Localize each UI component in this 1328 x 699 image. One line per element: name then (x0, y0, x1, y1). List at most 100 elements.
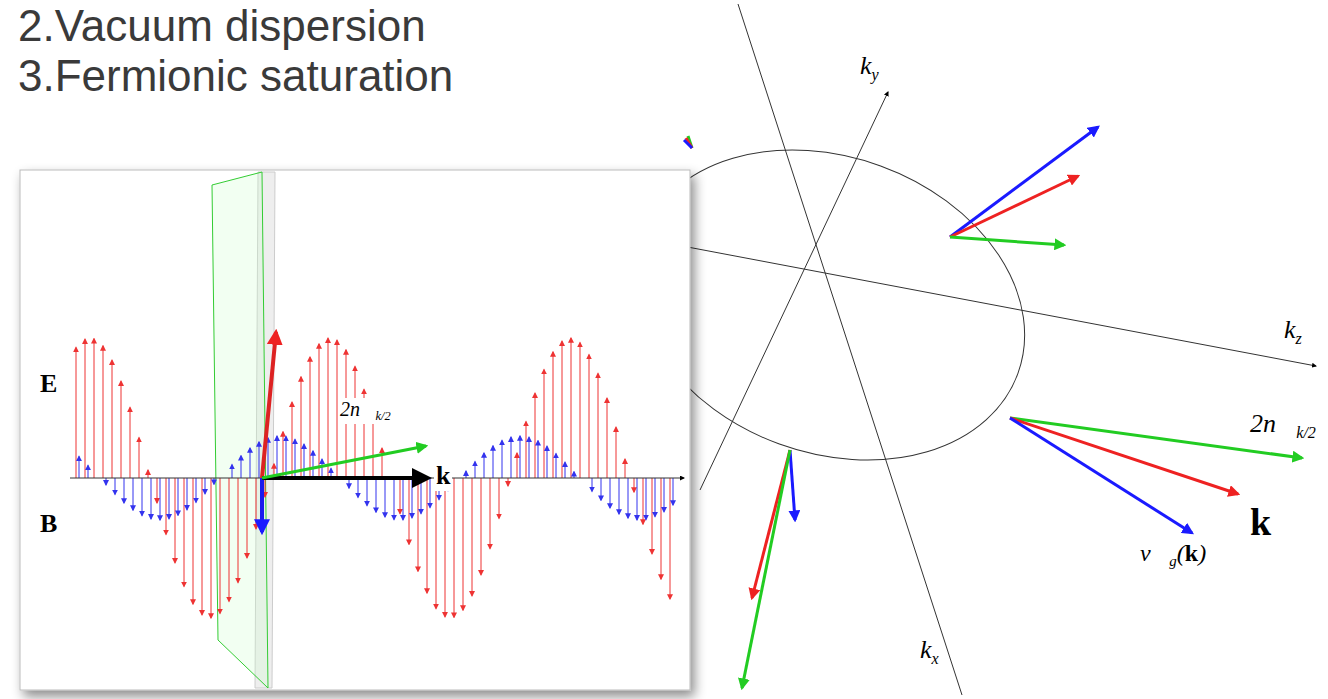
b-field-stroke (637, 478, 638, 520)
b-field-stroke (79, 456, 80, 478)
b-field-stroke (304, 444, 305, 478)
e-field-stroke (157, 478, 158, 503)
b-field-stroke (673, 478, 674, 505)
heading-item: 2.Vacuum dispersion (18, 2, 426, 50)
b-field-stroke (628, 478, 629, 518)
b-field-stroke (601, 478, 602, 500)
b-field-stroke (205, 478, 206, 494)
b-field-stroke (574, 472, 575, 478)
b-field-stroke (151, 478, 152, 519)
heading-item: 3.Fermionic saturation (18, 52, 453, 100)
e-field-stroke (184, 478, 185, 586)
e-field-stroke (409, 478, 410, 544)
e-field-stroke (544, 370, 545, 478)
e-field-stroke (571, 338, 572, 478)
e-field-stroke (85, 339, 86, 478)
b-field-stroke (277, 436, 278, 478)
e-field-stroke (166, 478, 167, 534)
e-field-stroke (508, 478, 509, 486)
axis-label: ky (860, 52, 879, 83)
inset-panel (20, 170, 690, 690)
vector-label: k (434, 462, 452, 491)
e-field-stroke (661, 478, 662, 579)
b-field-stroke (259, 442, 260, 478)
e-field-stroke (607, 398, 608, 478)
e-field-stroke (373, 417, 374, 478)
e-field-stroke (463, 478, 464, 610)
b-field-stroke (232, 465, 233, 478)
b-field-stroke (106, 478, 107, 485)
b-field-stroke (358, 478, 359, 497)
b-field-stroke (664, 478, 665, 512)
b-field-stroke (403, 478, 404, 520)
e-field-stroke (121, 381, 122, 478)
b-field-stroke (322, 459, 323, 478)
field-label: E (38, 370, 59, 399)
b-field-stroke (520, 436, 521, 478)
e-field-stroke (598, 374, 599, 478)
e-field-stroke (256, 478, 257, 529)
axis-label: kx (920, 636, 939, 667)
e-field-stroke (382, 448, 383, 478)
e-field-stroke (616, 427, 617, 478)
b-field-stroke (565, 462, 566, 478)
e-field-stroke (310, 357, 311, 478)
b-field-stroke (367, 478, 368, 506)
e-field-stroke (76, 348, 77, 478)
e-field-stroke (193, 478, 194, 604)
b-field-stroke (376, 478, 377, 512)
e-field-stroke (175, 478, 176, 563)
e-field-stroke (220, 478, 221, 613)
b-field-stroke (115, 478, 116, 494)
e-field-stroke (103, 346, 104, 478)
e-field-stroke (148, 470, 149, 478)
b-field-stroke (547, 446, 548, 478)
e-field-stroke (247, 478, 248, 558)
b-field-stroke (394, 478, 395, 520)
axes (640, 4, 1316, 695)
vectors (684, 127, 1302, 688)
e-field-stroke (535, 393, 536, 478)
b-field-stroke (421, 478, 422, 514)
e-field-stroke (652, 478, 653, 554)
b-field-stroke (556, 454, 557, 478)
b-field-stroke (178, 478, 179, 515)
propagation-axis (70, 478, 684, 479)
e-field-stroke (418, 478, 419, 571)
e-field-stroke (400, 478, 401, 514)
b-field-stroke (124, 478, 125, 503)
e-field-stroke (526, 422, 527, 478)
green-plane (212, 172, 268, 688)
e-field-stroke (139, 438, 140, 478)
b-field-stroke (142, 478, 143, 516)
b-field-stroke (538, 441, 539, 478)
b-field-stroke (160, 478, 161, 520)
e-field-stroke (490, 478, 491, 549)
b-field-stroke (385, 478, 386, 517)
e-field-stroke (328, 338, 329, 478)
b-field-stroke (619, 478, 620, 514)
e-field-stroke (436, 478, 437, 608)
e-field-stroke (580, 343, 581, 478)
field-label: B (38, 510, 59, 539)
b-field-stroke (475, 462, 476, 478)
e-field-stroke (499, 478, 500, 518)
b-field-stroke (502, 440, 503, 478)
e-field-stroke (562, 341, 563, 478)
b-field-stroke (646, 478, 647, 519)
b-field-stroke (268, 438, 269, 478)
e-field-stroke (292, 402, 293, 478)
e-field-stroke (454, 478, 455, 617)
e-field-stroke (643, 478, 644, 524)
e-field-stroke (229, 478, 230, 601)
b-field-stroke (493, 446, 494, 478)
axis-label: kz (1284, 316, 1302, 347)
e-field-stroke (517, 453, 518, 478)
vector-label: k (1250, 502, 1271, 544)
b-field-stroke (196, 478, 197, 502)
e-field-stroke (319, 344, 320, 478)
b-field-stroke (412, 478, 413, 518)
b-field-stroke (529, 437, 530, 478)
e-field-stroke (112, 360, 113, 478)
